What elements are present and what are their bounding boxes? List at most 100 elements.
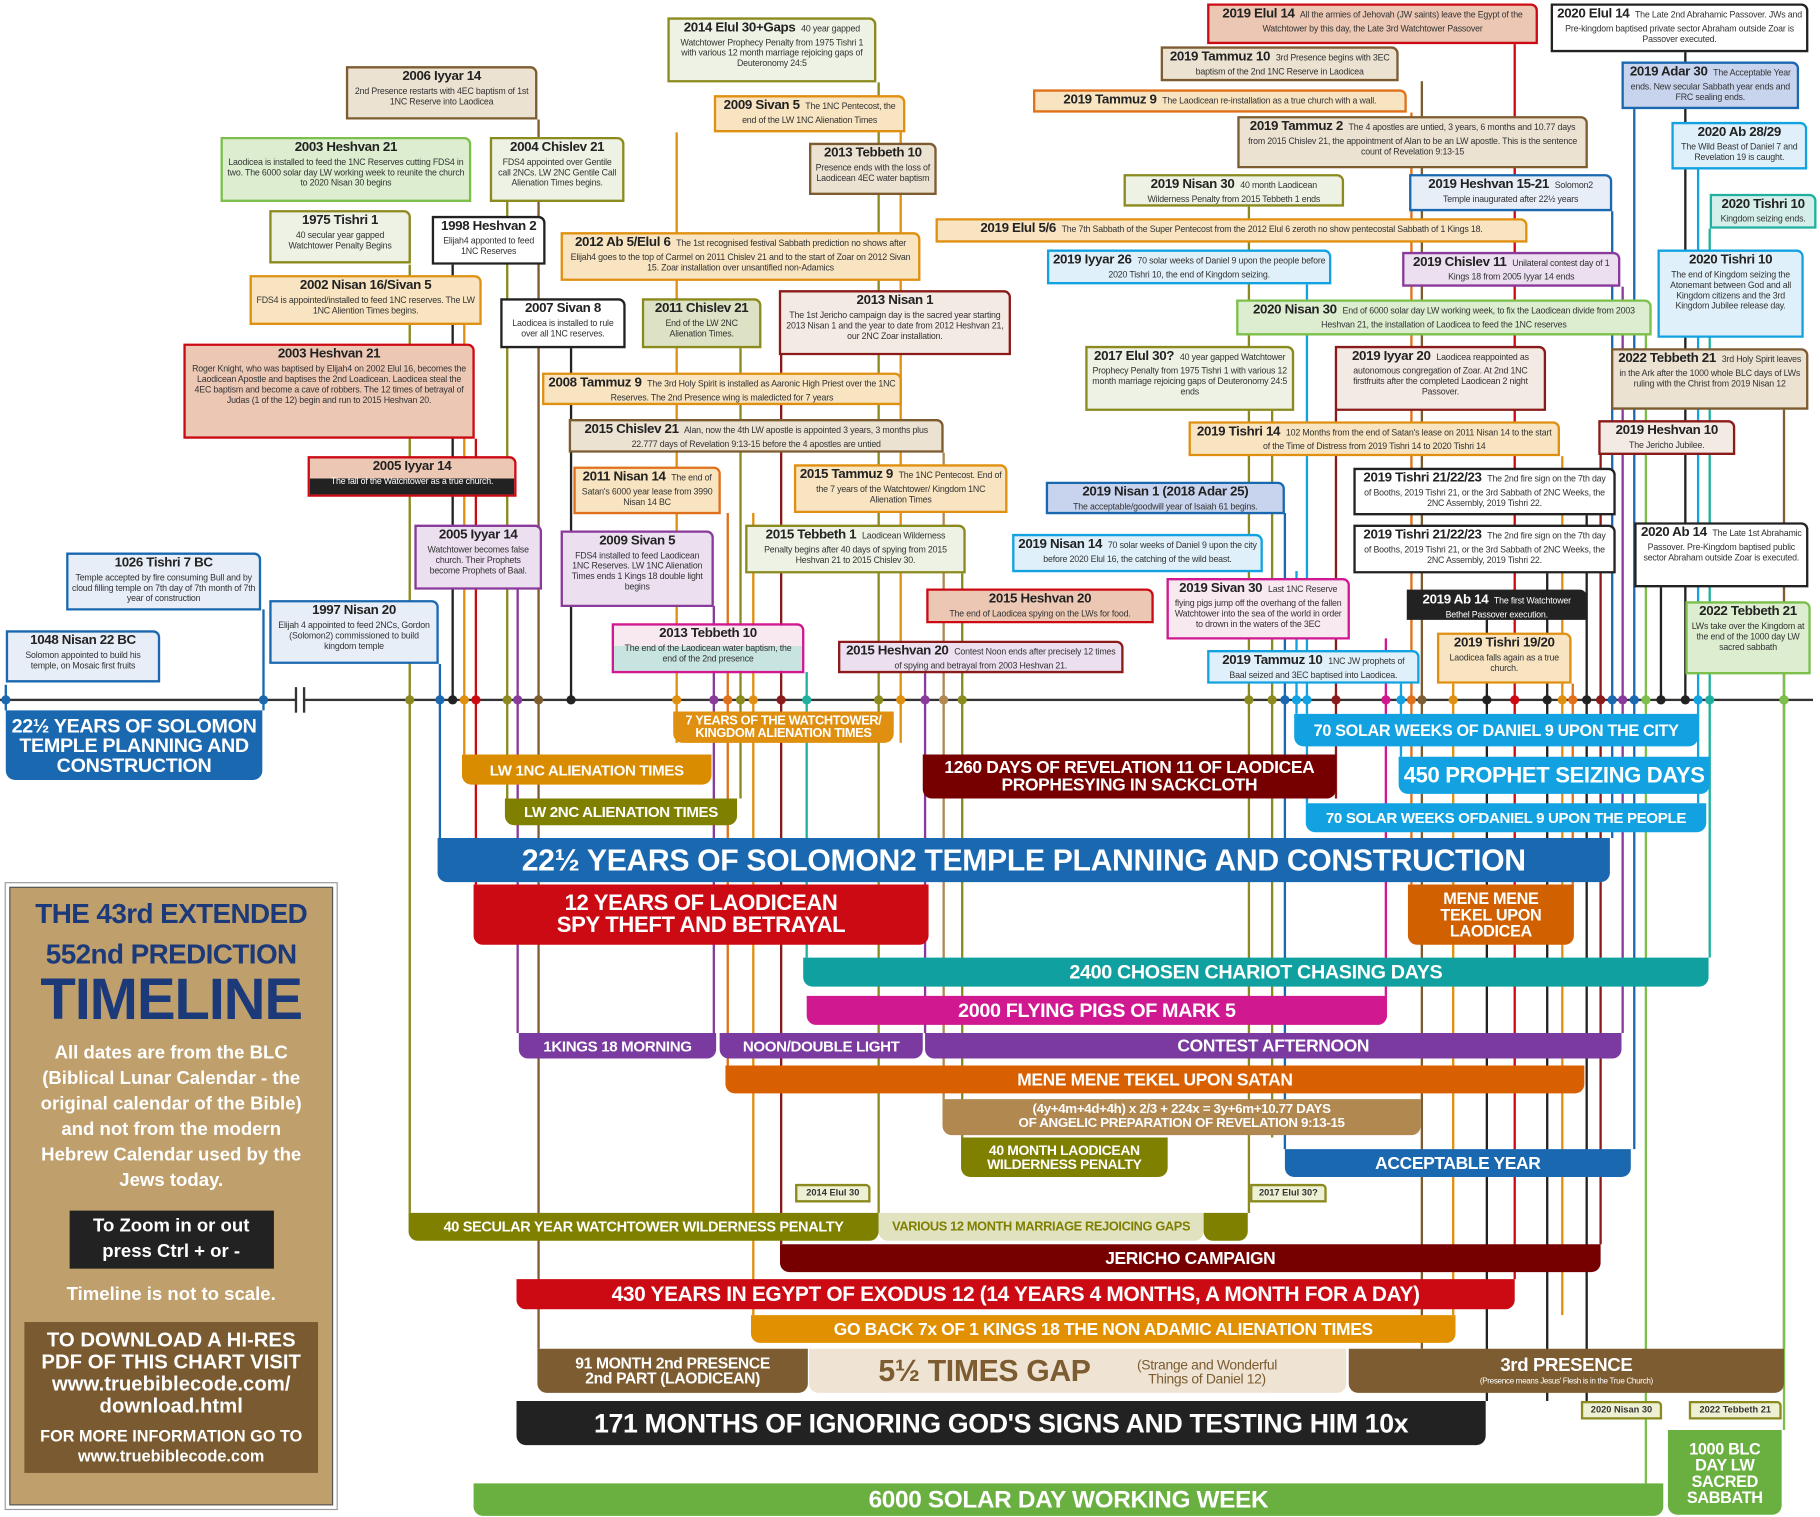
event-box: 2019 Tishri 14 102 Months from the end o… [1188,421,1560,457]
event-box: 2019 Sivan 30 Last 1NC Reserve flying pi… [1166,578,1350,640]
period-label: 5½ TIMES GAP [878,1353,1091,1389]
timeline-axis [0,698,1814,702]
timeline-dot [896,695,906,705]
event-description: The Jericho Jubilee. [1629,439,1705,451]
event-description: All the armies of Jehovah (JW saints) le… [1262,9,1523,34]
event-description: Presence ends with the loss of Laodicean… [815,162,931,184]
event-date: 2009 Sivan 5 [599,533,676,548]
event-date: 2003 Heshvan 21 [294,140,398,155]
connector-line [1659,587,1663,700]
period-label: 1000 BLC DAY LW SACRED SABBATH [1686,1438,1763,1507]
event-date: 2008 Tammuz 9 [548,376,642,390]
timeline-dot [533,695,544,705]
event-box: 2009 Sivan 5 FDS4 installed to feed Laod… [560,530,714,608]
timeline-dot [1406,695,1417,705]
event-description: The 1NC Pentecost. End of the 7 years of… [816,470,1002,505]
connector-line [1644,335,1648,1484]
event-box: 2005 Iyyar 14 The fall of the Watchtower… [307,456,517,497]
info-link[interactable]: FOR MORE INFORMATION GO TO www.truebible… [40,1426,303,1465]
event-box: 2005 Iyyar 14 Watchtower becomes false c… [414,524,543,590]
event-box: 2020 Ab 14 The Late 1st Abrahamic Passov… [1634,522,1809,588]
event-description: The fall of the Watchtower as a true chu… [330,475,494,487]
event-box: 2007 Sivan 8 Laodicea is installed to ru… [500,298,626,349]
period-bar: MENE MENE TEKEL UPON SATAN [725,1065,1585,1094]
period-label: 430 YEARS IN EGYPT OF EXODUS 12 (14 YEAR… [611,1282,1420,1306]
event-box: 1998 Heshvan 2 Elijah4 apponted to feed … [431,215,546,265]
event-date: 2017 Elul 30? [1094,349,1175,364]
event-box: 2019 Elul 5/6 The 7th Sabbath of the Sup… [935,218,1528,243]
event-box: 1026 Tishri 7 BC Temple accepted by fire… [66,552,262,611]
event-description: Watchtower becomes false church. Their P… [427,544,529,576]
event-box: 2019 Nisan 30 40 month Laodicean Wildern… [1123,174,1345,207]
timeline-dot [776,695,786,705]
period-bar [1203,1212,1248,1241]
event-date: 2019 Nisan 14 [1018,537,1103,552]
event-date: 2020 Ab 14 [1640,525,1707,540]
event-description: 102 Months from the end of Satan's lease… [1262,427,1552,452]
event-date: 2019 Tishri 21/22/23 [1363,471,1482,486]
event-date: 2019 Tammuz 2 [1249,119,1344,134]
event-description: Elijah 4 appointed to feed 2NCs, Gordon … [278,619,430,652]
timeline-dot [405,695,415,705]
event-description: Kingdom seizing ends. [1720,213,1806,224]
period-bar: LW 2NC ALIENATION TIMES [504,798,738,826]
timeline-dot [1693,695,1703,705]
event-description: The 4 apostles are untied, 3 years, 6 mo… [1248,121,1578,157]
event-date: 2002 Nisan 16/Sivan 5 [299,278,432,293]
period-bar: ACCEPTABLE YEAR [1284,1149,1631,1177]
timeline-dot [258,695,269,705]
event-description: 3rd Holy Spirit leaves in the Ark after … [1619,354,1802,389]
timeline-dot [513,695,523,705]
period-bar: 91 MONTH 2nd PRESENCE 2nd PART (LAODICEA… [537,1348,808,1393]
event-date: 2022 Tebbeth 21 [1699,604,1797,619]
event-date: 2020 Tishri 10 [1721,197,1805,212]
event-box: 2015 Heshvan 20 Contest Noon ends after … [838,640,1124,674]
event-box: 2020 Tishri 10 Kingdom seizing ends. [1709,193,1817,229]
timeline-dot [957,695,967,705]
timeline-dot [1629,695,1639,705]
timeline-dot [672,695,682,705]
period-sublabel: (Strange and Wonderful Things of Daniel … [1137,1356,1277,1388]
event-description: Alan, now the 4th LW apostle is appointe… [631,424,929,449]
axis-gap [295,694,303,706]
timeline-dot [435,695,445,705]
event-description: 40 year gapped Watchtower Prophecy Penal… [1092,351,1288,397]
event-description: Solomon2 Temple inaugurated after 22½ ye… [1443,179,1594,205]
period-bar: 2000 FLYING PIGS OF MARK 5 [806,995,1388,1025]
event-box: 2019 Tishri 21/22/23 The 2nd fire sign o… [1353,467,1616,516]
event-box: 2020 Tishri 10 The end of Kingdom seizin… [1657,249,1804,338]
event-box: 2019 Nisan 1 (2018 Adar 25) The acceptab… [1045,481,1285,515]
event-box: 2009 Sivan 5 The 1NC Pentecost, the end … [713,95,906,133]
event-description: 40 year gapped Watchtower Prophecy Penal… [680,23,864,69]
period-bar: 2400 CHOSEN CHARIOT CHASING DAYS [803,957,1709,987]
event-box: 2019 Heshvan 10 The Jericho Jubilee. [1598,420,1736,455]
period-label: 40 SECULAR YEAR WATCHTOWER WILDERNESS PE… [443,1218,844,1235]
event-description: Last 1NC Reserve flying pigs jump off th… [1174,583,1342,630]
period-bar: 7 YEARS OF THE WATCHTOWER/ KINGDOM ALIEN… [673,711,894,743]
event-date: 2019 Heshvan 15-21 [1428,177,1549,192]
event-description: The end of the Laodicean water baptism, … [624,642,792,664]
event-date: 2005 Iyyar 14 [438,528,518,543]
event-date: 2011 Chislev 21 [654,301,749,316]
timeline-dot [709,695,719,705]
timeline-dot [1302,695,1312,705]
event-box: 2019 Adar 30 The Acceptable Year ends. N… [1621,61,1800,110]
period-label: LW 1NC ALIENATION TIMES [489,760,684,779]
event-description: The first Watchtower Bethel Passover exe… [1445,595,1572,620]
calendar-note: All dates are from the BLC (Biblical Lun… [40,1043,302,1191]
connector-line [1621,286,1624,1034]
event-description: The 7th Sabbath of the Super Pentecost f… [1061,224,1483,235]
event-date: 2019 Tammuz 10 [1222,653,1323,668]
download-link[interactable]: TO DOWNLOAD A HI-RES PDF OF THIS CHART V… [41,1327,301,1418]
timeline-dot [1244,695,1254,705]
timeline-dot [1595,695,1606,705]
period-bar: 70 SOLAR WEEKS OFDANIEL 9 UPON THE PEOPL… [1305,803,1707,833]
timeline-dot [939,695,949,705]
period-bar: 6000 SOLAR DAY WORKING WEEK [473,1483,1664,1516]
event-description: The Late 1st Abrahamic Passover. Pre-Kin… [1643,528,1802,563]
event-date: 2019 Elul 5/6 [980,221,1056,236]
connector-line [569,348,573,700]
event-description: Laodicea is installed to feed the 1NC Re… [227,156,465,189]
event-box: 1997 Nisan 20 Elijah 4 appointed to feed… [269,600,439,664]
period-bar: NOON/DOUBLE LIGHT [719,1033,923,1059]
